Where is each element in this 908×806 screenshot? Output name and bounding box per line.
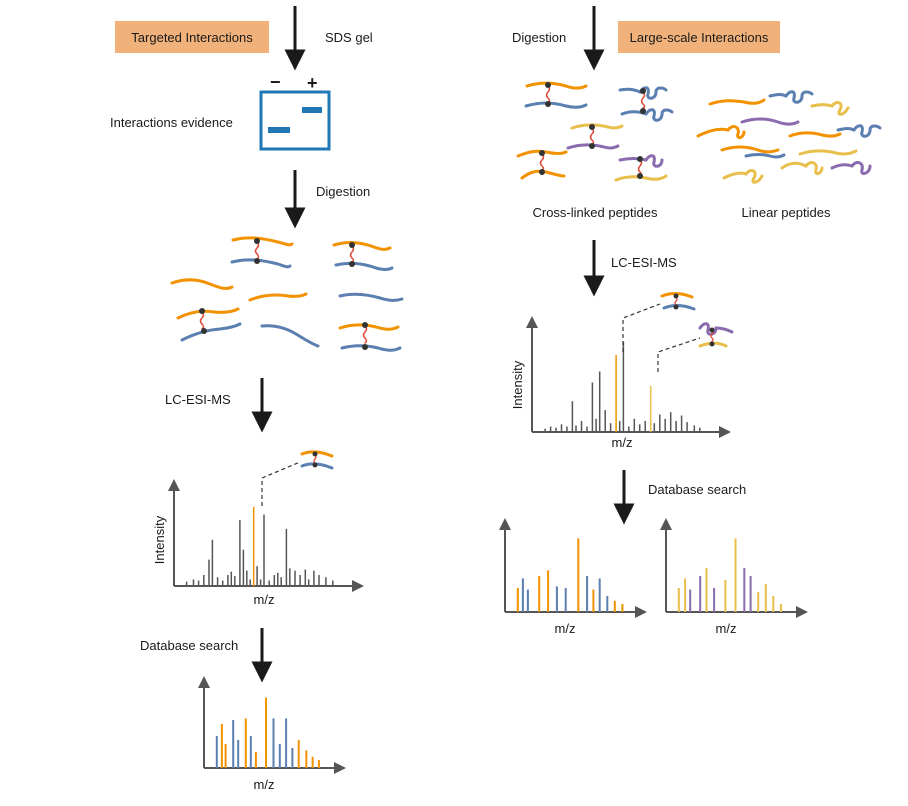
targeted-badge <box>115 21 269 53</box>
crosslink <box>254 241 260 260</box>
ms-ylabel: Intensity <box>152 515 167 564</box>
crosslink-site <box>199 308 205 314</box>
peaks <box>185 506 334 586</box>
gel-band-upper <box>302 107 322 113</box>
crosslinked-peptides <box>516 81 674 182</box>
db-xlabel: m/z <box>254 777 275 792</box>
gel-plus: + <box>307 73 318 93</box>
targeted-badge-label: Targeted Interactions <box>131 30 253 45</box>
crosslink-site <box>362 344 368 350</box>
peak-annotation-line <box>622 303 661 352</box>
right-column: Digestion Large-scale Interactions <box>499 6 882 636</box>
gel-caption: Interactions evidence <box>110 115 233 130</box>
peptide-blue <box>230 258 292 269</box>
peptide-blue <box>334 261 394 271</box>
annotation-peptide <box>300 450 334 470</box>
ms-xlabel: m/z <box>612 435 633 450</box>
db-xlabel: m/z <box>716 621 737 636</box>
step-db-right: Database search <box>648 482 746 497</box>
peptide-orange <box>248 292 308 302</box>
left-ms-spectrum: Intensity m/z <box>152 450 364 607</box>
ms-xlabel: m/z <box>254 592 275 607</box>
annotation-peptide <box>660 292 696 311</box>
gel-frame <box>259 90 331 151</box>
step-digestion-right: Digestion <box>512 30 566 45</box>
linear-peptides <box>696 90 882 184</box>
right-ms-spectrum: Intensity m/z <box>510 292 734 450</box>
right-db-spectrum-2: m/z <box>660 518 808 636</box>
peptide-blue <box>180 322 242 342</box>
crosslink-site <box>349 261 355 267</box>
gel-minus: − <box>270 72 281 92</box>
crosslink <box>362 325 368 344</box>
crosslink <box>199 311 205 330</box>
peptide-orange <box>231 236 294 247</box>
linear-caption: Linear peptides <box>742 205 831 220</box>
step-digestion-left: Digestion <box>316 184 370 199</box>
crosslink-site <box>362 322 368 328</box>
crosslinked-caption: Cross-linked peptides <box>532 205 658 220</box>
sds-gel: − + <box>259 72 331 151</box>
peaks <box>677 538 782 612</box>
peaks <box>516 538 624 612</box>
left-column: Targeted Interactions SDS gel − + Intera… <box>110 6 404 792</box>
peptide-blue <box>340 344 402 352</box>
annotation-peptide <box>698 322 734 348</box>
peaks <box>215 697 320 768</box>
peptide-blue <box>338 292 404 302</box>
crosslink <box>349 245 355 264</box>
peptide-orange <box>338 323 400 331</box>
peaks <box>544 341 701 432</box>
ms-ylabel: Intensity <box>510 360 525 409</box>
crosslink-site <box>254 238 260 244</box>
step-db-left: Database search <box>140 638 238 653</box>
left-peptides <box>170 236 404 352</box>
step-lcms-right: LC-ESI-MS <box>611 255 677 270</box>
peptide-orange <box>332 241 392 251</box>
crosslink-site <box>201 328 207 334</box>
peak-annotation-line <box>261 461 301 506</box>
large-scale-badge-label: Large-scale Interactions <box>630 30 769 45</box>
gel-band-lower <box>268 127 290 133</box>
peptide-orange <box>170 278 234 290</box>
large-scale-badge <box>618 21 780 53</box>
step-sds-gel: SDS gel <box>325 30 373 45</box>
peptide-orange <box>176 307 240 320</box>
crosslink-site <box>254 258 260 264</box>
peptide-blue <box>260 324 320 348</box>
peak-annotation-line <box>657 337 701 372</box>
crosslink-site <box>349 242 355 248</box>
db-xlabel: m/z <box>555 621 576 636</box>
right-db-spectrum-1: m/z <box>499 518 647 636</box>
left-db-spectrum: m/z <box>198 676 346 792</box>
step-lcms-left: LC-ESI-MS <box>165 392 231 407</box>
